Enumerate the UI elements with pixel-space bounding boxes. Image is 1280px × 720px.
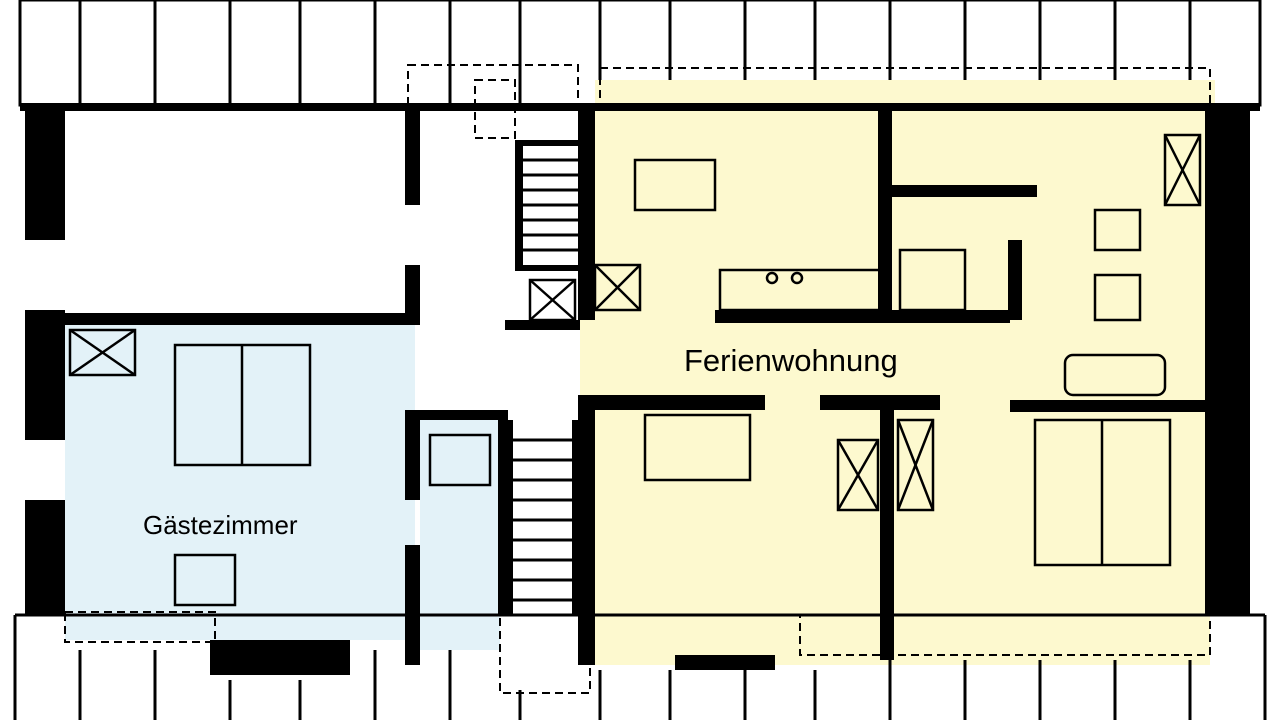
shower [898,248,967,312]
room-label-ferienwohnung: Ferienwohnung [684,343,898,378]
room-label-gaestezimmer: Gästezimmer [143,510,298,540]
roof-bottom [13,613,1267,720]
gaestezimmer-area [65,325,415,640]
kitchen-counter [718,268,882,312]
ferienwohnung-area [580,75,1210,665]
furniture [68,133,1202,607]
table-guest [173,553,237,607]
walls [20,103,1260,675]
bath-area [420,420,500,650]
stairs [513,158,578,602]
hall-white [420,105,580,415]
table-apartment [633,158,717,212]
bathtub [1063,353,1167,397]
